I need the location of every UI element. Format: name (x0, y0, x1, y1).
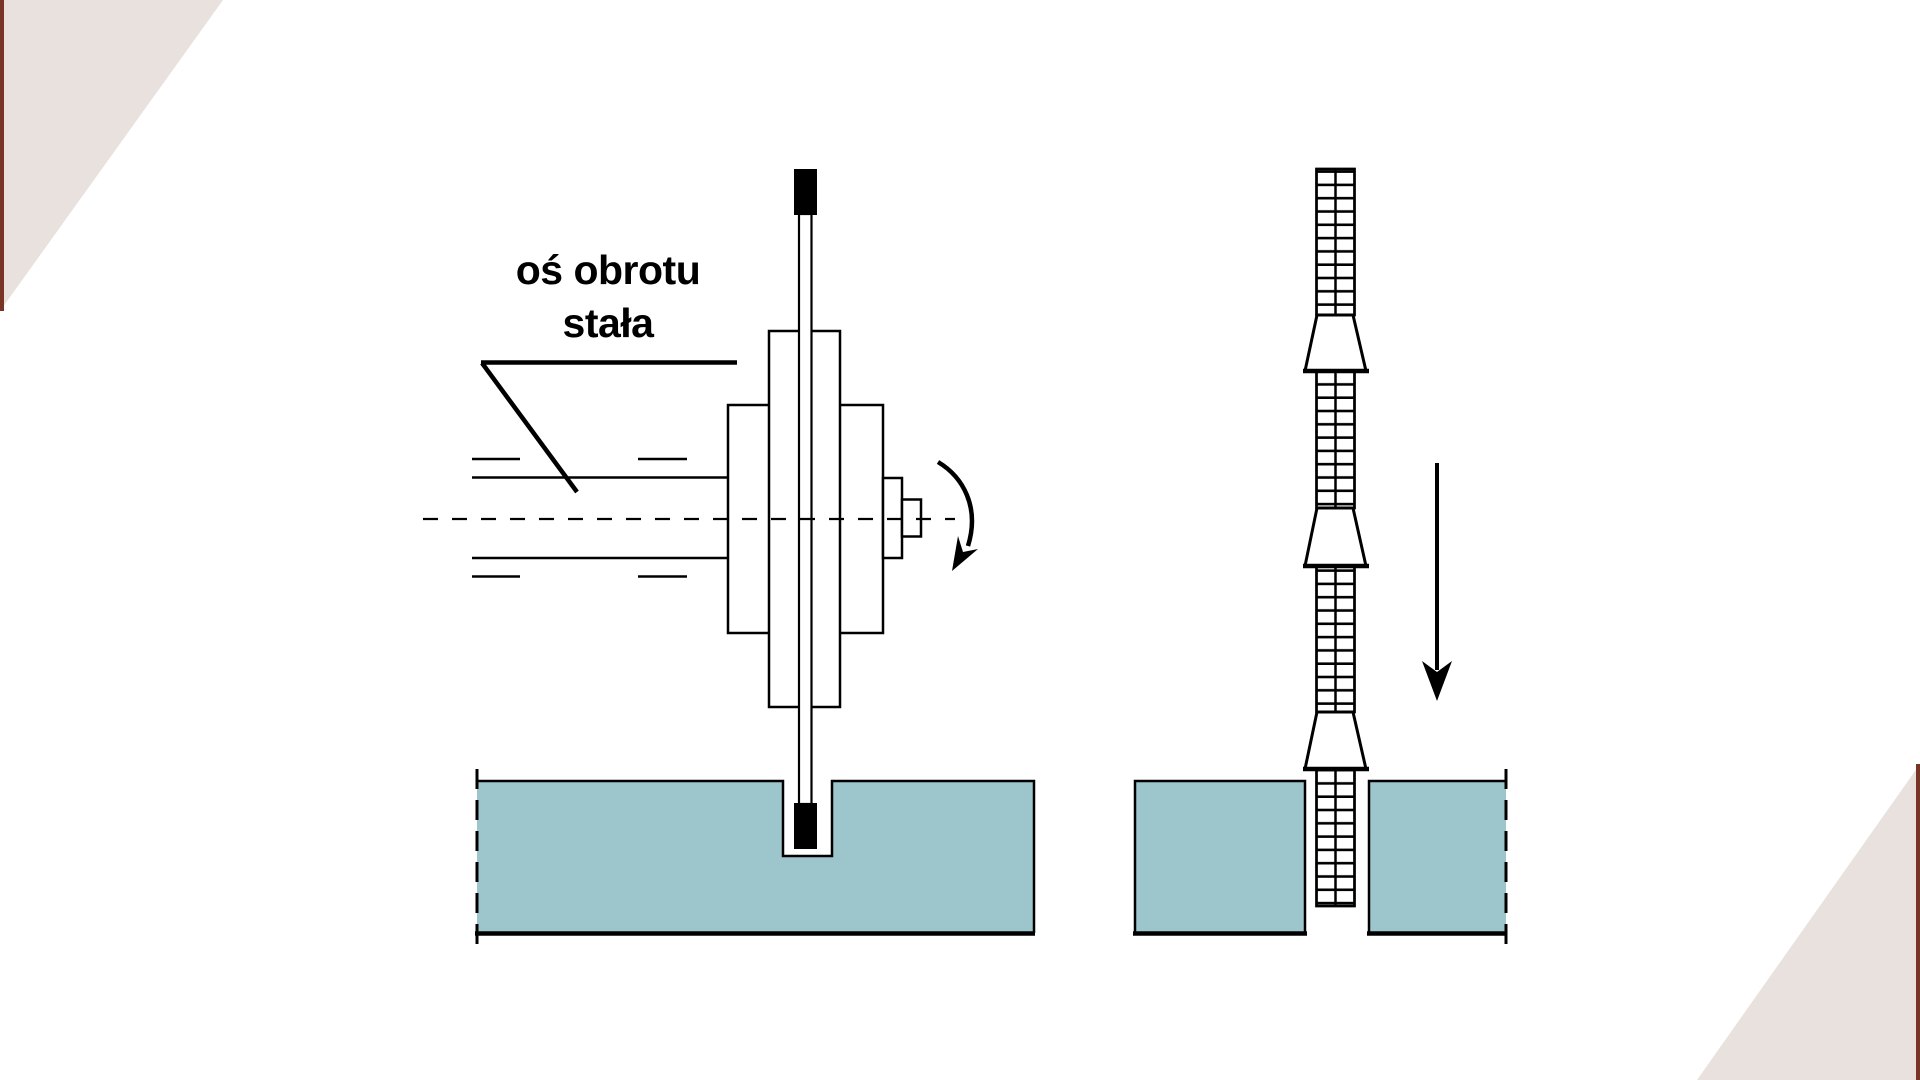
label-leader-diagonal (480, 361, 579, 494)
spindle-rod (797, 212, 813, 806)
cone-collar (1303, 313, 1369, 374)
block-outline (477, 779, 1036, 933)
spindle-cap-top (794, 169, 817, 215)
rotation-arrow-icon (936, 460, 978, 571)
corner-decoration-bottom-right (1697, 764, 1920, 1080)
cone-collar (1303, 710, 1369, 772)
threaded-rod-section (1315, 564, 1356, 714)
corner-accent-line-top-left (0, 0, 4, 311)
down-arrow-icon (1422, 463, 1452, 701)
liquid-fill (477, 781, 1034, 933)
axis-label: oś obrotu stała (468, 244, 748, 350)
spindle-cap-bottom (794, 803, 817, 849)
cone-collar (1303, 506, 1369, 569)
threaded-rod-section (1315, 167, 1356, 317)
corner-decoration-top-left (0, 0, 223, 311)
threaded-rod-section (1315, 369, 1356, 510)
base-block-right-figure-right-part (1367, 769, 1508, 951)
base-block-right-figure-left-part (1133, 779, 1307, 936)
axis-label-line1: oś obrotu (515, 247, 701, 293)
right-figure-threaded-rod (1133, 167, 1508, 951)
corner-accent-line-bottom-right (1916, 764, 1920, 1080)
threaded-rod-section (1315, 767, 1356, 908)
axis-label-line2: stała (562, 300, 654, 346)
base-block-left-figure (475, 769, 1036, 951)
